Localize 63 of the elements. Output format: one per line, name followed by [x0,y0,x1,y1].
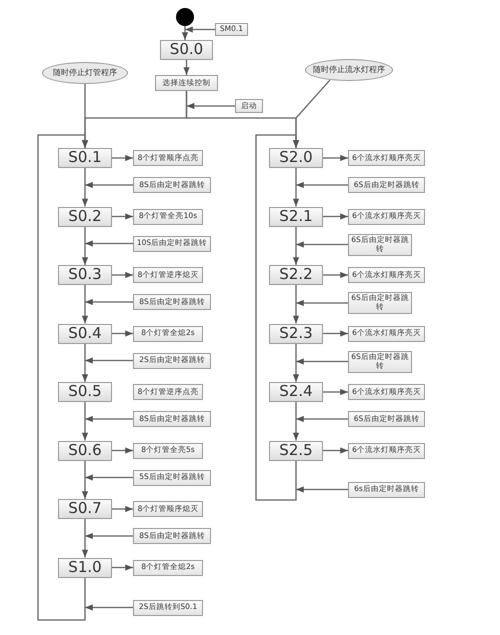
arrow [82,519,88,558]
step-box: S2.1 [269,206,323,226]
step-box: S0.2 [58,206,112,226]
arrow [82,344,88,382]
arrow [85,182,133,188]
arrow [323,154,348,162]
arrow [185,26,215,33]
arrow [296,300,348,306]
step-box: S2.4 [269,382,323,402]
arrow [255,134,300,501]
arrow [85,298,133,306]
arrow [296,358,348,365]
ellipse-label: 随时停止灯管程序 [42,62,128,84]
arrow [37,134,88,621]
arrow [112,154,133,162]
arrow [323,213,348,220]
arrow [323,388,348,396]
arrow [292,402,300,440]
arrow [296,416,348,422]
arrow [296,241,348,248]
arrow [82,460,88,499]
arrow [82,285,88,324]
arrow [85,240,133,247]
arrow [112,447,133,454]
arrow [82,226,88,265]
step-box: S2.3 [269,324,323,344]
arrow [292,285,300,324]
arrow [323,272,348,278]
ellipse-label: 随时停止流水灯程序 [305,59,393,81]
step-box: S2.5 [269,440,323,460]
arrow [296,182,348,188]
arrow [112,272,133,278]
arrow [182,26,188,40]
arrow [85,604,133,611]
step-box: S2.0 [269,148,323,168]
arrow [85,416,133,422]
arrow [112,564,133,571]
arrow [323,447,348,454]
arrow [112,506,133,512]
arrow [112,330,133,337]
step-box: S0.1 [58,148,112,168]
arrow [82,168,88,206]
arrow [292,344,300,382]
arrow [323,330,348,337]
arrow [85,474,133,481]
step-box: S0.4 [58,324,112,344]
step-box: S0.6 [58,440,112,460]
step-box: S2.2 [269,265,323,285]
arrow [183,60,190,75]
arrow [292,168,300,206]
arrow [292,226,300,265]
step-box: S1.0 [58,558,112,578]
arrow [85,357,133,364]
step-box: S0.3 [58,265,112,285]
arrow [296,486,348,493]
arrow [82,402,88,440]
step-box: S0.0 [160,40,213,60]
step-box: S0.7 [58,499,112,519]
arrow [186,102,235,110]
initial-step-dot [176,8,194,26]
arrow [85,532,133,540]
step-box: S0.5 [58,382,112,402]
arrow [112,213,133,220]
